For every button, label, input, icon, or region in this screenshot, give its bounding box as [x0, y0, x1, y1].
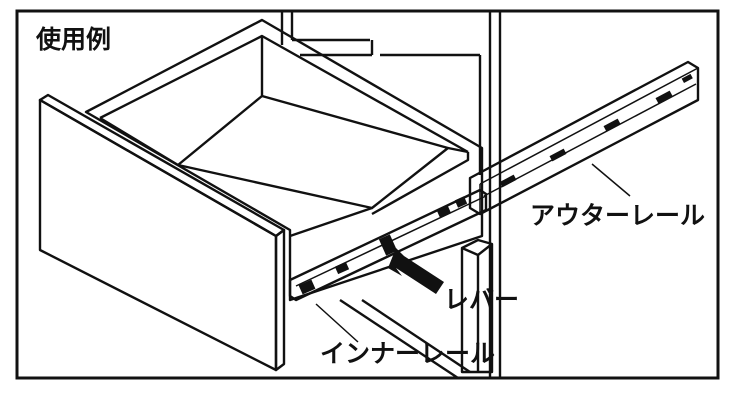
title-label: 使用例 — [35, 25, 111, 54]
drawer-box — [84, 18, 484, 302]
inner-rail — [288, 188, 488, 302]
floor-rail-lines — [339, 298, 471, 380]
lever-arrow — [388, 248, 444, 294]
inner-rail-label: インナーレール — [320, 339, 495, 368]
inner-rail-leader-line — [315, 303, 359, 343]
drawer-front-panel — [38, 93, 286, 372]
rail-slot — [499, 174, 517, 188]
outer-rail-label: アウターレール — [530, 201, 705, 230]
rail-slot — [603, 118, 621, 132]
rail-slot — [378, 234, 398, 256]
lever-label: レバー — [444, 285, 519, 314]
cabinet-side-panel — [280, 12, 502, 377]
rail-slot — [681, 73, 693, 83]
outer-rail — [468, 60, 700, 216]
rail-slot — [454, 196, 468, 208]
rail-slot — [549, 148, 567, 162]
rail-slot — [436, 205, 452, 219]
rear-support-block — [460, 238, 494, 374]
figure-border — [15, 9, 720, 380]
rail-slot — [298, 279, 316, 295]
rail-slot — [334, 261, 350, 275]
outer-rail-leader-line — [591, 163, 631, 197]
rail-slot — [655, 90, 673, 104]
